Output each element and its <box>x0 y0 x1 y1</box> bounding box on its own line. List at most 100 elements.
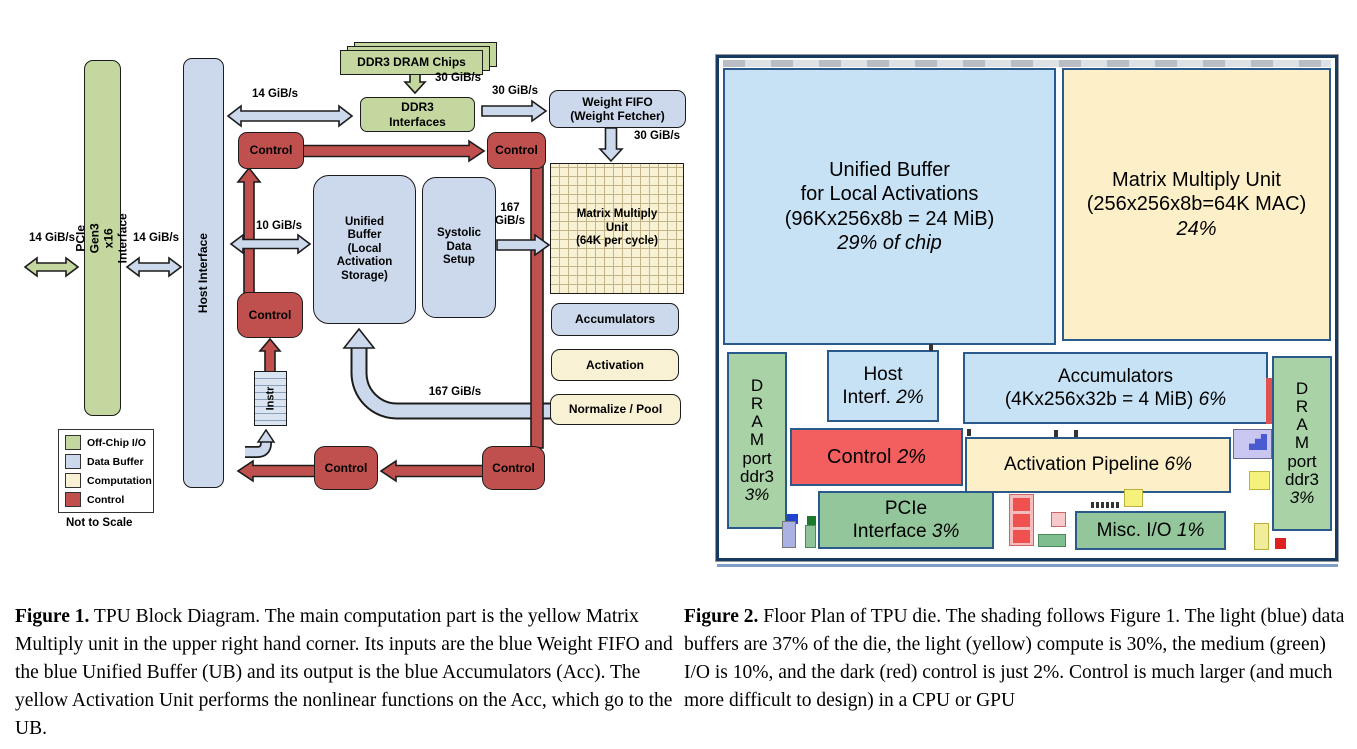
decor-red-sliver <box>1266 378 1272 424</box>
matrix-multiply-unit-block: Matrix Multiply Unit (64K per cycle) <box>550 163 684 294</box>
rate-label-host-ub: 10 GiB/s <box>255 220 303 232</box>
decor-tap-block <box>1051 512 1066 527</box>
fp-host-interface: Host Interf. 2% <box>827 350 939 422</box>
decor-pink-macro-column <box>1009 494 1034 546</box>
die-outline-shadow <box>717 564 1338 567</box>
fp-pcie-interface-label: PCIe Interface 3% <box>852 497 960 542</box>
fp-mmu-label: Matrix Multiply Unit (256x256x8b=64K MAC… <box>1086 168 1307 240</box>
not-to-scale-note: Not to Scale <box>66 517 133 529</box>
arrow-host-to-instr <box>245 428 276 458</box>
decor-yellow-tall <box>1254 523 1269 550</box>
arrow-fifo-mmu <box>598 127 624 163</box>
figure-1-block-diagram: DDR3 DRAM Chips PCIe Gen3 x16 Interface … <box>0 0 710 595</box>
arrow-control-to-host <box>236 459 316 483</box>
caption-figure-2: Figure 2. Floor Plan of TPU die. The sha… <box>684 603 1352 715</box>
fp-matrix-multiply-unit: Matrix Multiply Unit (256x256x8b=64K MAC… <box>1062 68 1331 341</box>
arrow-external-pcie <box>23 256 80 278</box>
decor-green-chip <box>1038 534 1066 547</box>
accumulators-block: Accumulators <box>551 303 679 336</box>
fp-unified-buffer: Unified Buffer for Local Activations (96… <box>723 68 1056 345</box>
decor-red-cell-2 <box>1013 514 1030 527</box>
arrow-host-ub <box>229 233 312 255</box>
legend-label-control: Control <box>87 493 125 506</box>
systolic-data-setup-block: Systolic Data Setup <box>422 177 496 318</box>
legend-swatch-computation <box>65 473 81 488</box>
fp-accumulators: Accumulators (4Kx256x32b = 4 MiB) 6% <box>963 352 1268 424</box>
legend-label-offchip: Off-Chip I/O <box>87 436 146 449</box>
unified-buffer-block: Unified Buffer (Local Activation Storage… <box>313 175 416 324</box>
arrow-ddr3-fifo <box>481 99 548 123</box>
rate-label-host-ddr3: 14 GiB/s <box>251 88 299 100</box>
decor-green-tall <box>805 525 816 548</box>
fp-accumulators-label: Accumulators (4Kx256x32b = 4 MiB) 6% <box>1004 365 1227 410</box>
legend-swatch-databuffer <box>65 454 81 469</box>
rate-label-external-pcie: 14 GiB/s <box>28 232 76 244</box>
rate-label-chips-ddr3: 30 GiB/s <box>434 72 482 84</box>
caption-figure-1-text: TPU Block Diagram. The main computation … <box>15 605 673 739</box>
decor-red-cell-1 <box>1013 498 1030 511</box>
ddr3-interfaces-block: DDR3 Interfaces <box>360 97 475 132</box>
control-block-mid-left: Control <box>237 292 303 338</box>
arrow-control-bottom-1 <box>379 459 484 483</box>
legend-swatch-control <box>65 492 81 507</box>
arrow-instr-to-control <box>258 337 282 373</box>
fp-misc-io: Misc. I/O 1% <box>1075 511 1226 550</box>
fp-pcie-interface: PCIe Interface 3% <box>818 491 994 549</box>
legend-swatch-offchip <box>65 435 81 450</box>
decor-blue-square <box>787 514 798 524</box>
figure-1-legend: Off-Chip I/O Data Buffer Computation Con… <box>58 429 154 513</box>
pad-ring-strip <box>723 60 1331 67</box>
arrow-control-top-right <box>302 139 486 163</box>
decor-red-square <box>1275 538 1286 549</box>
legend-row-offchip: Off-Chip I/O <box>65 435 147 450</box>
weight-fifo-block: Weight FIFO (Weight Fetcher) <box>549 90 686 128</box>
decor-dash-row <box>1091 502 1119 508</box>
rate-label-pcie-host: 14 GiB/s <box>132 232 180 244</box>
fp-unified-buffer-label: Unified Buffer for Local Activations (96… <box>784 158 995 254</box>
pcie-interface-block: PCIe Gen3 x16 Interface <box>74 60 131 416</box>
fp-misc-io-label: Misc. I/O 1% <box>1096 519 1205 541</box>
ddr3-dram-chips-block: DDR3 DRAM Chips <box>340 50 483 75</box>
decor-yellow-note-1 <box>1249 471 1270 490</box>
rate-label-normalize-ub: 167 GiB/s <box>428 386 482 398</box>
control-block-bottom-right: Control <box>482 446 545 490</box>
fp-control: Control 2% <box>790 428 963 486</box>
decor-tick-2 <box>967 429 971 436</box>
arrow-ub-mmu <box>496 233 551 257</box>
control-block-top-right: Control <box>487 132 546 169</box>
legend-row-control: Control <box>65 492 147 507</box>
normalize-pool-block: Normalize / Pool <box>550 394 681 425</box>
instruction-queue-block: Instr <box>254 371 287 426</box>
control-block-top-left: Control <box>238 132 304 169</box>
caption-figure-2-text: Floor Plan of TPU die. The shading follo… <box>684 605 1345 711</box>
decor-tick-3 <box>1054 430 1058 437</box>
legend-row-databuffer: Data Buffer <box>65 454 147 469</box>
caption-figure-2-tag: Figure 2. <box>684 605 759 627</box>
rate-label-ub-mmu: 167 GiB/s <box>494 202 526 228</box>
fp-activation-pipeline: Activation Pipeline 6% <box>965 437 1231 493</box>
fp-host-interface-label: Host Interf. 2% <box>842 363 924 408</box>
arrow-pcie-host <box>125 256 183 278</box>
decor-red-cell-3 <box>1013 530 1030 543</box>
caption-figure-1: Figure 1. TPU Block Diagram. The main co… <box>15 603 676 743</box>
decor-tick-1 <box>929 344 933 351</box>
legend-row-computation: Computation <box>65 473 152 488</box>
decor-lavender-tall <box>782 521 796 548</box>
rate-label-fifo-mmu: 30 GiB/s <box>633 130 681 142</box>
host-interface-block: Host Interface <box>183 58 224 488</box>
decor-tick-4 <box>1074 430 1078 437</box>
decor-green-square <box>807 516 816 526</box>
control-block-bottom-left: Control <box>314 446 378 490</box>
decor-stair-icon <box>1249 434 1267 450</box>
legend-label-databuffer: Data Buffer <box>87 455 144 468</box>
fp-activation-pipeline-label: Activation Pipeline 6% <box>1003 454 1192 476</box>
decor-yellow-note-2 <box>1124 489 1143 507</box>
instruction-queue-label: Instr <box>264 386 277 411</box>
activation-block: Activation <box>551 349 679 381</box>
caption-figure-1-tag: Figure 1. <box>15 605 90 627</box>
pipe-arrowhead-up <box>342 327 376 349</box>
